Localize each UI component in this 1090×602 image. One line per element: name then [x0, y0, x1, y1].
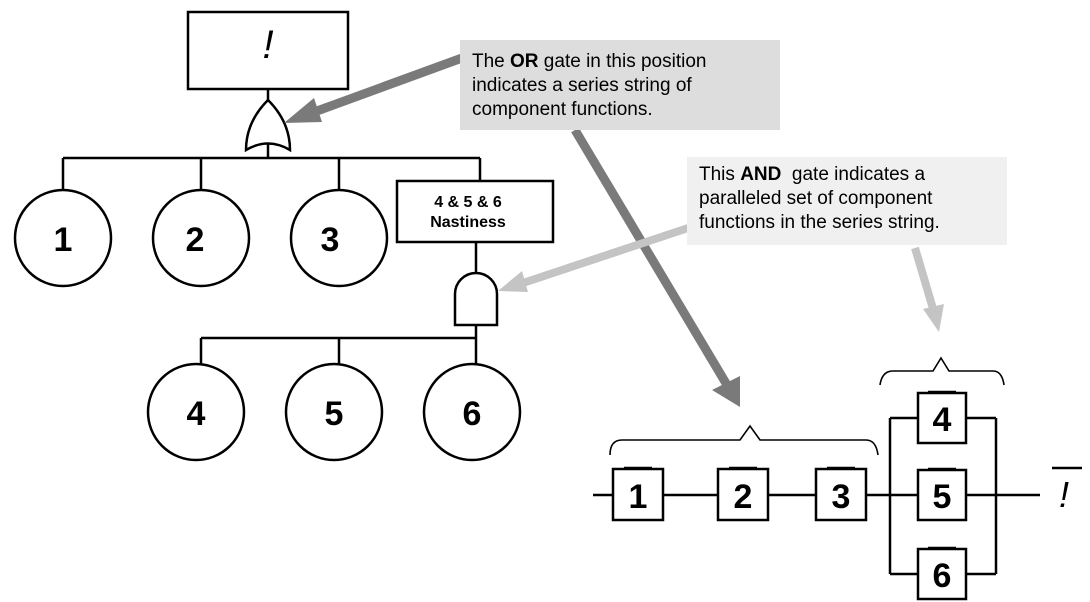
and-callout-arrow-to-gate [498, 224, 690, 292]
svg-text:2: 2 [734, 478, 753, 516]
series-block-2: 2 [716, 466, 770, 522]
series-block-1: 1 [611, 466, 665, 522]
and-gate-callout: This AND gate indicates a paralleled set… [687, 157, 1007, 245]
and-callout-line-1: This AND gate indicates a [699, 164, 926, 185]
top-event-symbol: ! [262, 23, 273, 67]
basic-event-5: 5 [284, 362, 384, 462]
basic-event-3: 3 [289, 188, 389, 288]
svg-text:4 & 5 & 6: 4 & 5 & 6 [434, 194, 502, 211]
svg-text:3: 3 [832, 478, 851, 516]
parallel-block-5: 5 [916, 467, 968, 522]
basic-event-6: 6 [422, 362, 522, 462]
svg-text:1: 1 [629, 478, 648, 516]
or-callout-line-3: component functions. [472, 99, 653, 120]
svg-text:4: 4 [187, 395, 206, 433]
svg-text:5: 5 [933, 478, 952, 516]
and-callout-arrow-to-parallel [911, 246, 944, 332]
basic-event-2: 2 [151, 188, 251, 288]
parallel-brace [879, 356, 1005, 386]
svg-text:4: 4 [933, 401, 952, 439]
or-callout-arrow-to-gate [284, 53, 464, 123]
svg-text:2: 2 [186, 221, 205, 259]
basic-event-4: 4 [146, 362, 246, 462]
series-block-3: 3 [814, 466, 868, 522]
or-gate-icon [244, 98, 292, 153]
and-callout-line-2: paralleled set of component [699, 188, 933, 209]
and-callout-line-3: functions in the series string. [699, 212, 940, 233]
intermediate-event-box: 4 & 5 & 6 Nastiness [395, 179, 555, 244]
reliability-block-diagram: 1 2 3 4 5 6 ! [593, 356, 1082, 601]
or-keyword: OR [510, 51, 539, 72]
svg-text:6: 6 [933, 557, 952, 595]
or-gate-callout: The OR gate in this position indicates a… [460, 40, 780, 130]
and-keyword: AND [740, 164, 782, 185]
or-callout-line-1: The OR gate in this position [472, 51, 707, 72]
top-event: ! [186, 10, 350, 91]
or-callout-arrow-to-series [571, 127, 740, 407]
basic-event-1: 1 [13, 188, 113, 288]
parallel-block-4: 4 [916, 390, 968, 445]
svg-text:3: 3 [321, 221, 340, 259]
svg-text:5: 5 [325, 395, 344, 433]
svg-text:Nastiness: Nastiness [430, 214, 506, 231]
and-gate-icon [453, 271, 499, 327]
series-brace [609, 424, 879, 456]
svg-text:1: 1 [54, 221, 73, 259]
svg-text:6: 6 [463, 395, 482, 433]
system-output: ! [1052, 466, 1082, 515]
or-callout-line-2: indicates a series string of [472, 75, 692, 96]
parallel-block-6: 6 [916, 546, 968, 601]
svg-text:!: ! [1059, 474, 1069, 515]
